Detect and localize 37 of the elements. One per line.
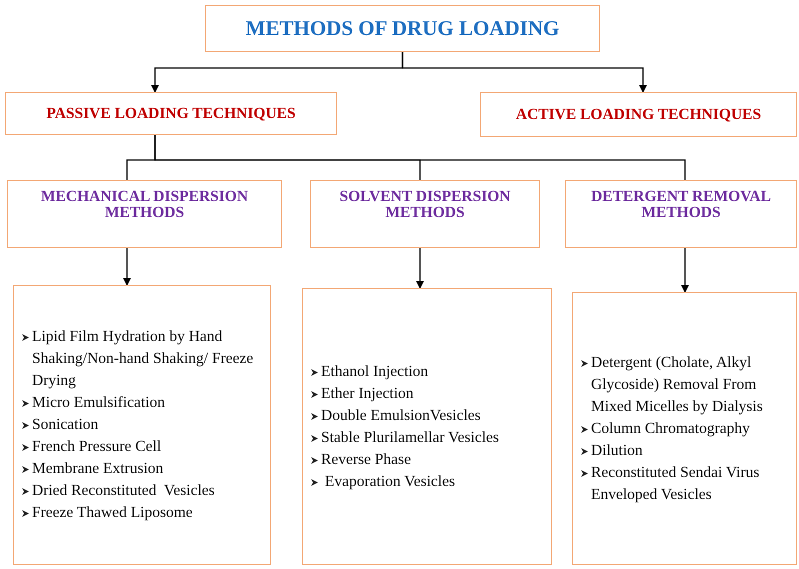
- arrow: [123, 248, 131, 286]
- list-item-text: Dried Reconstituted Vesicles: [32, 481, 215, 501]
- list-item-text: Reconstituted Sendai Virus Enveloped Vesicles: [591, 462, 760, 504]
- heading-text: ACTIVE LOADING TECHNIQUES: [516, 106, 762, 124]
- list-item-text: Micro Emulsification: [32, 393, 166, 413]
- list-item-text: Column Chromatography: [591, 418, 750, 438]
- arrow: [416, 248, 424, 289]
- list-item-text: Freeze Thawed Liposome: [32, 503, 193, 523]
- list-item-text: Stable Plurilamellar Vesicles: [321, 428, 499, 448]
- connector-line: [154, 135, 686, 180]
- category-box: [5, 92, 337, 135]
- list-item-text: Reverse Phase: [321, 450, 411, 470]
- method-box: [7, 180, 282, 248]
- list-item-text: Lipid Film Hydration by Hand Shaking/Non-hand Shaking/ Freeze Drying: [32, 327, 254, 391]
- title-box: [205, 5, 600, 52]
- list-item-text: Double EmulsionVesicles: [321, 406, 481, 426]
- list-item-text: Membrane Extrusion: [32, 459, 164, 479]
- list-item-text: French Pressure Cell: [32, 437, 162, 457]
- method-list-box: [13, 285, 271, 565]
- heading-text: PASSIVE LOADING TECHNIQUES: [46, 104, 296, 122]
- heading-text: DETERGENT REMOVAL METHODS: [590, 189, 772, 220]
- list-item-text: Evaporation Vesicles: [324, 472, 456, 492]
- heading-text: SOLVENT DISPERSION METHODS: [338, 189, 512, 220]
- heading-text: MECHANICAL DISPERSION METHODS: [40, 189, 250, 220]
- list-item-text: Ethanol Injection: [321, 362, 428, 382]
- method-box: [565, 180, 797, 248]
- method-list-box: [302, 288, 552, 565]
- list-item-text: Detergent (Cholate, Alkyl Glycoside) Removal From Mixed Micelles by Dialysis: [591, 352, 764, 416]
- list-item-text: Ether Injection: [321, 384, 414, 404]
- arrow: [681, 248, 689, 293]
- method-list-box: [572, 292, 797, 565]
- list-item-text: Sonication: [32, 415, 98, 435]
- category-box: [480, 92, 797, 137]
- list-item-text: Dilution: [591, 440, 643, 460]
- heading-text: METHODS OF DRUG LOADING: [246, 16, 560, 41]
- method-box: [310, 180, 540, 248]
- arrow: [402, 52, 647, 93]
